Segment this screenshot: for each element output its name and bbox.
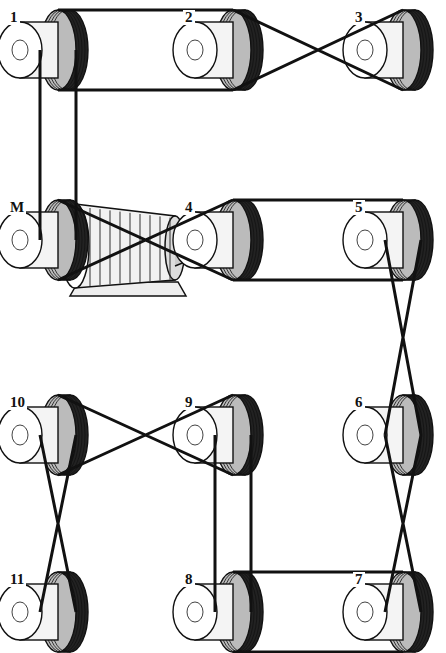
- callout-number: 6: [353, 395, 365, 410]
- pulley-drawing: [335, 390, 445, 480]
- callout-number: 1: [8, 10, 20, 25]
- callout-number: 5: [353, 200, 365, 215]
- callout-number: 9: [183, 395, 195, 410]
- callout-number: 4: [183, 200, 195, 215]
- motor-fin: [140, 214, 141, 282]
- motor-fin: [90, 208, 91, 286]
- motor-fin: [120, 212, 121, 284]
- pulley-drawing: [335, 5, 445, 95]
- callout-number: 10: [8, 395, 27, 410]
- pulley: M: [0, 195, 100, 285]
- motor-fin: [170, 218, 171, 280]
- pulley: 5: [335, 195, 445, 285]
- pulley: 8: [165, 567, 275, 653]
- pulley: 1: [0, 5, 100, 95]
- callout-number: 3: [353, 10, 365, 25]
- pulley: 4: [165, 195, 275, 285]
- callout-number: 2: [183, 10, 195, 25]
- pulley-drawing: [335, 567, 445, 653]
- callout-number: M: [8, 200, 26, 215]
- pulley: 7: [335, 567, 445, 653]
- motor-fin: [110, 210, 111, 284]
- pulley: 11: [0, 567, 100, 653]
- pulley-drawing: [165, 5, 275, 95]
- callout-number: 8: [183, 572, 195, 587]
- motor-fin: [160, 216, 161, 280]
- pulley-drawing: [165, 567, 275, 653]
- callout-number: 7: [353, 572, 365, 587]
- motor-fin: [130, 213, 131, 283]
- pulley: 3: [335, 5, 445, 95]
- pulley-drawing: [165, 390, 275, 480]
- pulley: 9: [165, 390, 275, 480]
- motor-fin: [100, 209, 101, 285]
- pulley-drawing: [165, 195, 275, 285]
- pulley: 2: [165, 5, 275, 95]
- pulley: 10: [0, 390, 100, 480]
- pulley-drawing: [335, 195, 445, 285]
- callout-number: 11: [8, 572, 26, 587]
- pulley: 6: [335, 390, 445, 480]
- motor-fin: [150, 215, 151, 281]
